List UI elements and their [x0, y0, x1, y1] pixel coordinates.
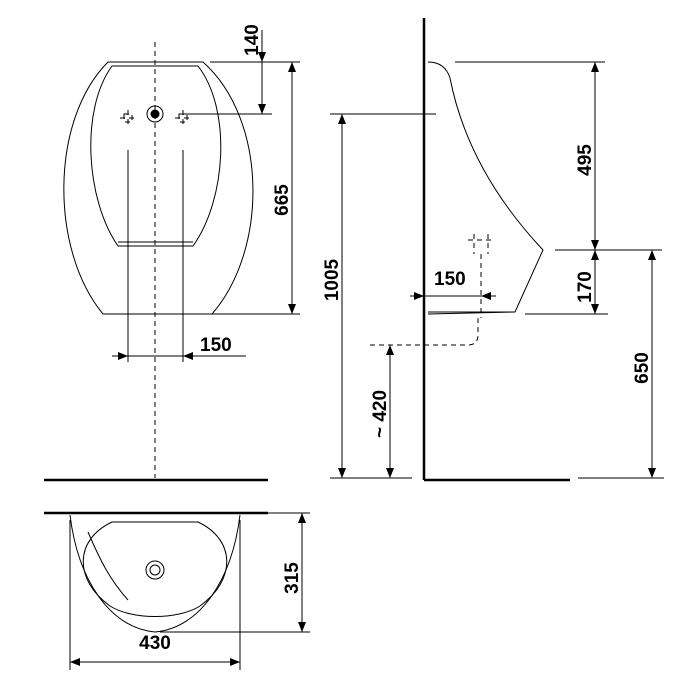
right-fixing-screw — [175, 110, 191, 126]
dim-150-side: 150 — [410, 269, 496, 300]
dim-140-label: 140 — [242, 24, 263, 56]
dim-430-label: 430 — [139, 633, 171, 654]
dim-150-side-label: 150 — [434, 269, 466, 290]
dim-665-label: 665 — [272, 184, 293, 216]
dim-420-label: ~ 420 — [370, 390, 391, 438]
front-view — [63, 42, 300, 478]
plan-inner-bowl — [82, 521, 228, 617]
dim-1005: 1005 — [322, 114, 346, 478]
dim-495: 495 — [575, 62, 599, 250]
side-inlet-fitting — [468, 234, 494, 318]
plan-inner-ledge — [87, 531, 129, 601]
side-view — [330, 18, 664, 482]
front-inner-bowl — [90, 65, 222, 247]
plan-drain-hole — [149, 564, 161, 576]
dim-315: 315 — [282, 513, 306, 632]
dim-170: 170 — [575, 250, 599, 314]
dim-315-label: 315 — [282, 562, 303, 594]
dim-150-front-label: 150 — [200, 335, 232, 356]
plan-drain-ring — [145, 560, 165, 580]
dim-650: 650 — [632, 250, 656, 478]
dim-495-label: 495 — [575, 144, 596, 176]
dim-665: 665 — [272, 62, 296, 314]
dim-430: 430 — [70, 633, 240, 666]
side-profile — [427, 61, 544, 315]
left-fixing-screw — [120, 110, 136, 126]
dim-140: 140 — [242, 24, 266, 114]
plan-outer-shell — [69, 514, 241, 633]
dim-650-label: 650 — [632, 352, 653, 384]
inlet-outer-ring — [146, 105, 164, 123]
front-outer-body — [63, 61, 254, 315]
dim-150-front: 150 — [112, 335, 246, 360]
dim-1005-label: 1005 — [322, 258, 343, 301]
dim-170-label: 170 — [575, 271, 596, 303]
inlet-hole — [150, 109, 160, 119]
plan-view — [44, 478, 310, 670]
dim-420: ~ 420 — [370, 345, 394, 478]
